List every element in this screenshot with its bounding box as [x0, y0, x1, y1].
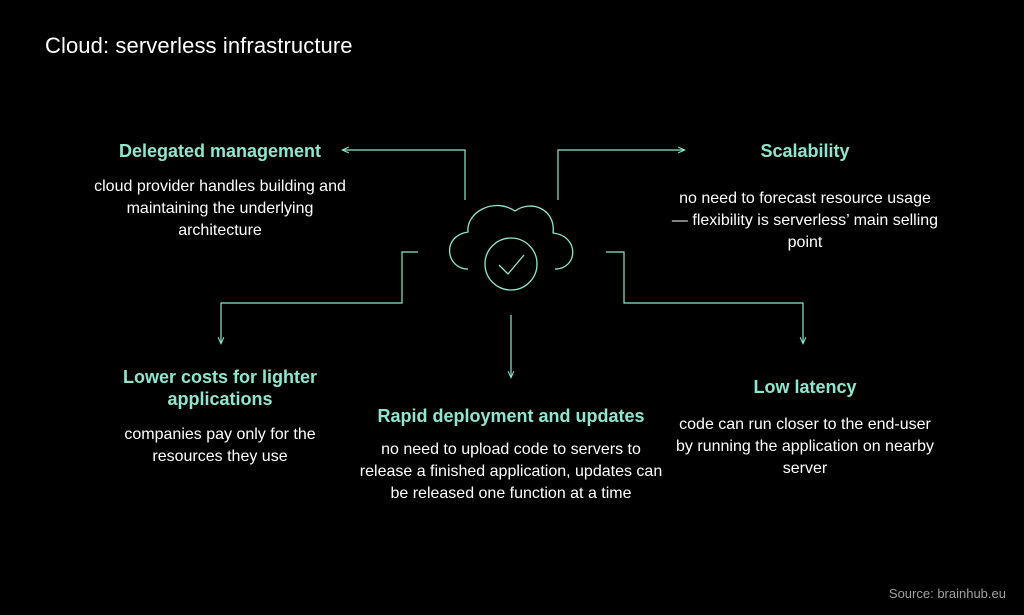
connector-latency — [606, 251, 803, 343]
page-title: Cloud: serverless infrastructure — [45, 33, 353, 58]
connector-delegated — [343, 150, 466, 200]
block-text: cloud provider handles building and main… — [94, 178, 346, 239]
cloud-check-icon — [448, 205, 574, 291]
block-lower-costs: Lower costs for lighter applications com… — [95, 366, 345, 468]
block-scalability: Scalability no need to forecast resource… — [670, 140, 940, 254]
block-text: no need to upload code to servers to rel… — [359, 441, 663, 502]
connector-scalability — [557, 150, 684, 200]
block-text: code can run closer to the end-user by r… — [676, 416, 934, 477]
block-rapid-deployment: Rapid deployment and updates no need to … — [355, 405, 667, 505]
block-heading: Low latency — [753, 377, 857, 397]
block-delegated-management: Delegated management cloud provider hand… — [90, 140, 350, 242]
block-heading: Lower costs for lighter applications — [122, 367, 318, 409]
block-heading: Scalability — [760, 141, 850, 161]
block-heading: Rapid deployment and updates — [377, 406, 645, 426]
source-credit: Source: brainhub.eu — [888, 586, 1006, 601]
block-low-latency: Low latency code can run closer to the e… — [670, 376, 940, 480]
connector-lower-costs — [221, 251, 418, 343]
block-text: companies pay only for the resources the… — [124, 426, 316, 465]
block-heading: Delegated management — [118, 141, 322, 161]
block-text: no need to forecast resource usage — fle… — [671, 190, 939, 251]
